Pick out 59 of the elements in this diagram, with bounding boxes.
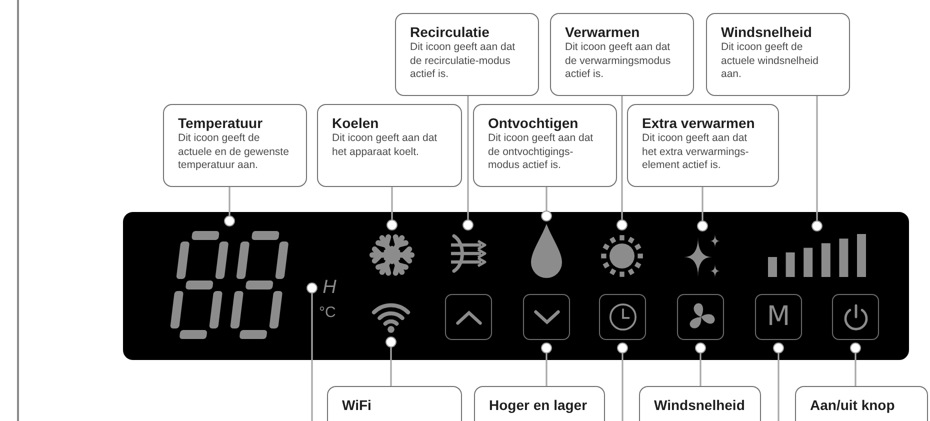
callout-heading: Recirculatie bbox=[410, 23, 490, 41]
unit-label: °C bbox=[319, 304, 336, 322]
power-button bbox=[832, 294, 879, 340]
callout-heading: Koelen bbox=[332, 114, 379, 132]
callout-text: Dit icoon geeft aan dat de verwarmingsmodus actief is. bbox=[565, 41, 672, 82]
leader-line bbox=[695, 342, 706, 386]
leader-line bbox=[386, 187, 398, 230]
callout-text: Dit icoon geeft de actuele en de gewenste temperatuur aan. bbox=[178, 132, 290, 172]
leader-line bbox=[224, 187, 235, 226]
droplet-icon bbox=[531, 224, 562, 278]
leader-line bbox=[773, 342, 784, 421]
timer-button bbox=[599, 294, 646, 340]
leader-line bbox=[541, 342, 552, 386]
snowflake-icon bbox=[368, 233, 416, 277]
leader-line bbox=[617, 342, 628, 421]
callout-text: Dit icoon geeft aan dat de ontvochtigings-modus actief is. bbox=[488, 132, 594, 172]
sun-icon bbox=[598, 233, 646, 279]
callout-box bbox=[163, 104, 307, 187]
callout-heading: Aan/uit knop bbox=[810, 396, 895, 414]
callout-heading: Extra verwarmen bbox=[642, 114, 755, 132]
leader-line bbox=[812, 96, 822, 232]
leader-line bbox=[850, 342, 861, 386]
callout-heading: Windsnelheid bbox=[654, 396, 745, 414]
callout-text: Dit icoon geeft aan dat het extra verwarmings-element actief is. bbox=[642, 132, 750, 172]
control-panel bbox=[123, 212, 909, 360]
down-button bbox=[523, 294, 570, 340]
sparkle-icon bbox=[684, 234, 721, 278]
leader-line bbox=[306, 282, 318, 421]
callout-box bbox=[317, 104, 462, 187]
callout-text: Dit icoon geeft aan dat de recirculatie-modus actief is. bbox=[410, 41, 516, 82]
mode-button: M bbox=[755, 294, 802, 340]
fan-button bbox=[677, 294, 724, 340]
callout-box bbox=[474, 386, 605, 421]
callout-box bbox=[550, 13, 694, 96]
callout-box bbox=[795, 386, 928, 421]
callout-box bbox=[395, 13, 539, 96]
wifi-icon bbox=[371, 303, 411, 334]
callout-box bbox=[473, 104, 617, 187]
indicator-letter: H bbox=[321, 277, 338, 299]
callout-box bbox=[627, 104, 779, 187]
callout-box bbox=[327, 386, 462, 421]
callout-box bbox=[639, 386, 761, 421]
leader-line bbox=[616, 96, 628, 230]
callout-heading: Temperatuur bbox=[178, 114, 263, 132]
leader-line bbox=[541, 187, 552, 222]
callout-text: Dit icoon geeft aan dat het apparaat koelt. bbox=[332, 132, 438, 159]
callout-heading: Windsnelheid bbox=[721, 23, 812, 41]
leader-line bbox=[386, 336, 396, 386]
callout-box bbox=[706, 13, 850, 96]
callout-heading: Ontvochtigen bbox=[488, 114, 578, 132]
callout-heading: Hoger en lager bbox=[489, 396, 588, 414]
airflow-icon bbox=[448, 233, 488, 274]
leader-line bbox=[462, 96, 474, 230]
signal-bars-icon bbox=[768, 234, 866, 277]
callout-heading: Verwarmen bbox=[565, 23, 640, 41]
leader-line bbox=[697, 187, 708, 232]
up-button bbox=[445, 294, 492, 340]
callout-heading: WiFi bbox=[342, 396, 372, 414]
callout-text: Dit icoon geeft de actuele windsnelheid aan. bbox=[721, 41, 820, 82]
